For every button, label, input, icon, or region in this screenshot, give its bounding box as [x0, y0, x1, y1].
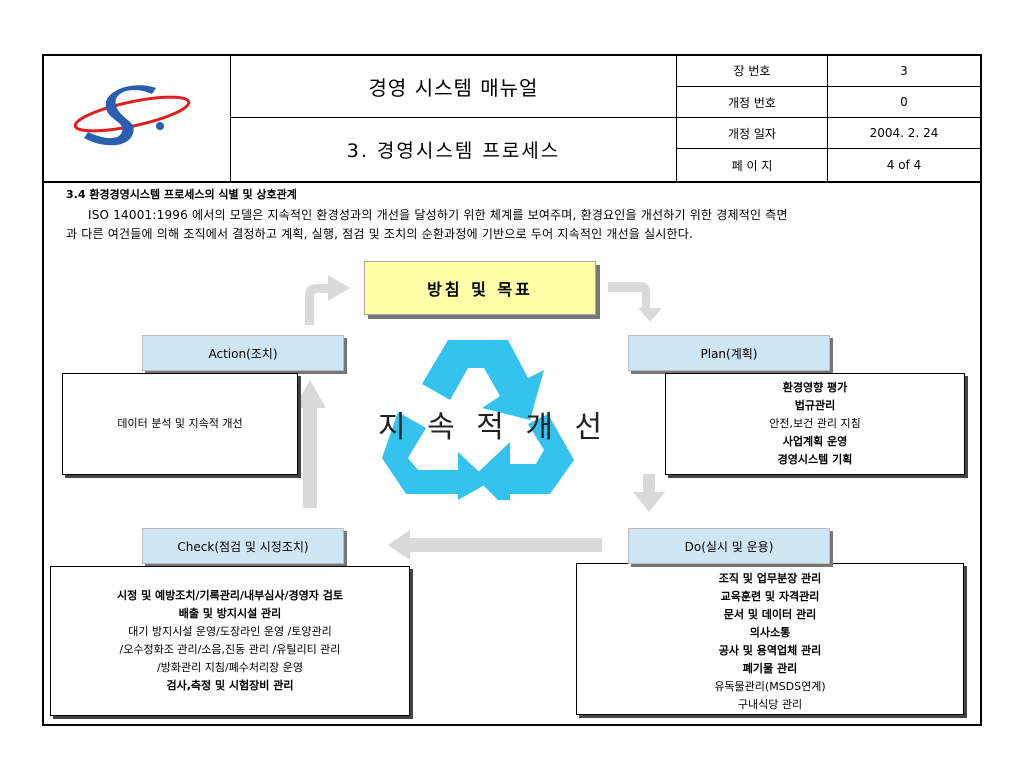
- check-item: 검사,측정 및 시험장비 관리: [166, 679, 294, 692]
- check-box: 시정 및 예방조치/기록관리/내부심사/경영자 검토 배출 및 방지시설 관리 …: [50, 566, 410, 716]
- do-box: 조직 및 업무분장 관리 교육훈련 및 자격관리 문서 및 데이터 관리 의사소…: [576, 563, 964, 715]
- meta-value-revision: 0: [900, 95, 908, 109]
- action-box: 데이터 분석 및 지속적 개선: [62, 373, 298, 475]
- intro-line-1: ISO 14001:1996 에서의 모델은 지속적인 환경성과의 개선을 달성…: [88, 208, 788, 222]
- plan-item: 경영시스템 기획: [777, 453, 853, 466]
- action-label: Action(조치): [142, 335, 344, 371]
- arrow-goal-to-plan: [608, 282, 662, 322]
- do-item: 유독물관리(MSDS연계): [714, 680, 826, 693]
- do-item: 조직 및 업무분장 관리: [718, 572, 822, 585]
- do-item: 교육훈련 및 자격관리: [720, 590, 820, 603]
- section-title: 3. 경영시스템 프로세스: [346, 140, 561, 162]
- do-item: 의사소통: [749, 626, 791, 639]
- meta-rule-3: [676, 148, 982, 149]
- header-title-rule: [230, 117, 676, 118]
- meta-value-page: 4 of 4: [886, 158, 922, 172]
- plan-box: 환경영향 평가 법규관리 안전,보건 관리 지침 사업계획 운영 경영시스템 기…: [665, 373, 965, 475]
- arrow-plan-to-do: [633, 474, 665, 512]
- check-item: 대기 방지시설 운영/도장라인 운영 /토양관리: [128, 625, 332, 638]
- check-item: /오수정화조 관리/소음,진동 관리 /유틸리티 관리: [119, 643, 341, 656]
- meta-rule-2: [676, 117, 982, 118]
- section-heading: 3.4 환경경영시스템 프로세스의 식별 및 상호관계: [66, 188, 297, 201]
- meta-label-page: 페 이 지: [731, 158, 773, 173]
- meta-rule-1: [676, 86, 982, 87]
- plan-item: 환경영향 평가: [782, 381, 848, 394]
- plan-item: 안전,보건 관리 지침: [769, 417, 861, 430]
- company-logo: [60, 80, 210, 160]
- check-label: Check(점검 및 시정조치): [142, 528, 344, 564]
- recycle-icon: [378, 330, 578, 512]
- meta-label-revision: 개정 번호: [728, 95, 776, 110]
- check-item: 배출 및 방지시설 관리: [178, 607, 282, 620]
- manual-title: 경영 시스템 매뉴얼: [368, 75, 539, 100]
- plan-item: 사업계획 운영: [782, 435, 848, 448]
- arrow-action-to-goal: [305, 275, 350, 325]
- meta-value-date: 2004. 2. 24: [869, 126, 939, 140]
- intro-line-2: 과 다른 여건들에 의해 조직에서 결정하고 계획, 실행, 점검 및 조치의 …: [66, 227, 694, 241]
- action-item: 데이터 분석 및 지속적 개선: [117, 417, 243, 430]
- do-item: 구내식당 관리: [737, 698, 803, 711]
- continuous-improvement-text: 지 속 적 개 선: [378, 410, 609, 445]
- section-intro: ISO 14001:1996 에서의 모델은 지속적인 환경성과의 개선을 달성…: [66, 206, 976, 244]
- do-item: 공사 및 용역업체 관리: [718, 644, 822, 657]
- header-bottom-rule: [42, 181, 982, 183]
- plan-label: Plan(계획): [628, 335, 830, 371]
- do-label: Do(실시 및 운용): [628, 528, 830, 564]
- meta-value-chapter: 3: [900, 63, 908, 78]
- meta-label-chapter: 장 번호: [733, 64, 771, 78]
- do-item: 문서 및 데이터 관리: [723, 608, 817, 621]
- meta-label-date: 개정 일자: [728, 126, 776, 141]
- plan-item: 법규관리: [794, 399, 836, 412]
- check-item: /방화관리 지침/폐수처리장 운영: [157, 661, 303, 674]
- policy-objectives-box: 방침 및 목표: [364, 261, 596, 315]
- page-frame: [42, 54, 982, 726]
- arrow-check-to-action: [294, 380, 326, 508]
- arrow-do-to-check: [388, 530, 602, 560]
- check-item: 시정 및 예방조치/기록관리/내부심사/경영자 검토: [117, 589, 343, 602]
- do-item: 폐기물 관리: [742, 662, 798, 675]
